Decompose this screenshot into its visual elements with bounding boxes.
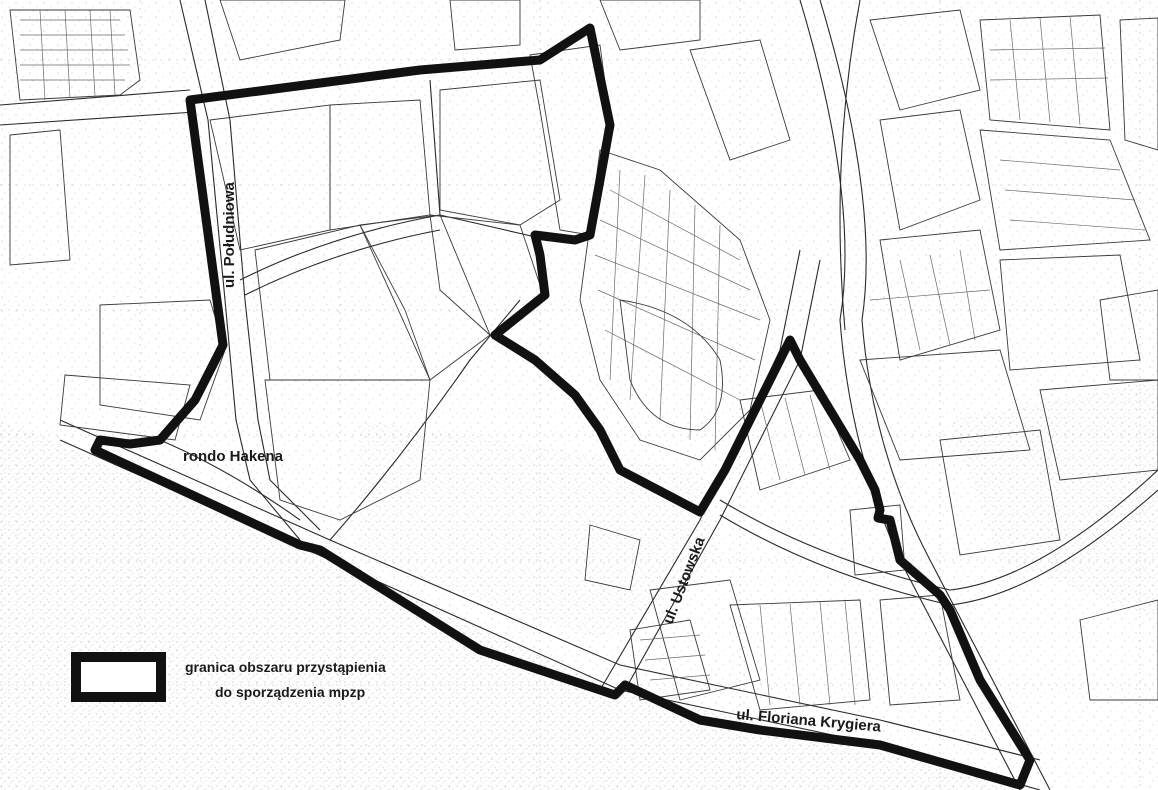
street-label-poludniowa: ul. Południowa <box>221 182 238 288</box>
plan-area-boundary <box>90 23 1035 790</box>
map-legend: granica obszaru przystąpienia do sporząd… <box>71 652 386 702</box>
legend-label-line2: do sporządzenia mpzp <box>215 684 365 700</box>
legend-boundary-symbol <box>71 652 166 702</box>
legend-label-line1: granica obszaru przystąpienia <box>185 659 386 675</box>
southern-terrain <box>0 420 1040 790</box>
land-parcels <box>9 0 1158 711</box>
street-label-rondo-hakena: rondo Hakena <box>183 448 284 465</box>
